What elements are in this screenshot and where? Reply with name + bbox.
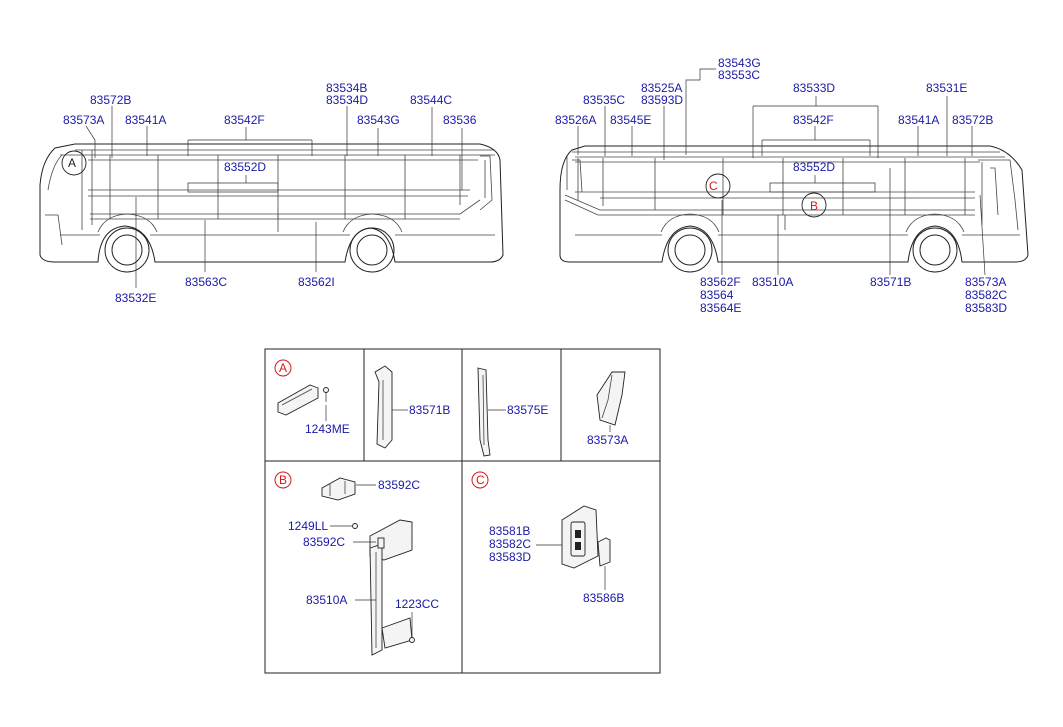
detail-a-corner-trim: 83573A (587, 371, 628, 447)
label-1243ME: 1243ME (305, 422, 350, 436)
label-83582C: 83582C (965, 288, 1007, 302)
label-83552D: 83552D (224, 160, 266, 174)
label-83526A: 83526A (555, 113, 596, 127)
label-83533D: 83533D (793, 81, 835, 95)
label-83571B-detail: 83571B (409, 403, 450, 417)
label-83535C: 83535C (583, 93, 625, 107)
left-bus-illustration (39, 143, 504, 273)
label-83542F: 83542F (793, 113, 834, 127)
label-83543G: 83543G (357, 113, 400, 127)
label-83575E: 83575E (507, 403, 548, 417)
label-83541A: 83541A (125, 113, 166, 127)
detail-panel-frame (264, 348, 661, 674)
marker-c-right: C (709, 179, 718, 193)
marker-b-detail: B (279, 473, 287, 487)
detail-c-switch: C 83581B 83582C 83583D 83586B (471, 471, 624, 605)
label-83510A-detail: 83510A (306, 593, 347, 607)
label-83573A-detail: 83573A (587, 433, 628, 447)
label-83562I: 83562I (298, 275, 335, 289)
right-bus-labels: 83543G 83553C 83525A 83593D 83535C 83533… (555, 56, 1007, 315)
detail-b-assembly: B 83592C 1249LL 83592C 83510A 1223CC (274, 471, 439, 656)
label-83573A: 83573A (63, 113, 104, 127)
label-83543G: 83543G (718, 56, 761, 70)
label-83563C: 83563C (185, 275, 227, 289)
label-83592C-top: 83592C (378, 478, 420, 492)
label-83525A: 83525A (641, 81, 682, 95)
label-83534B: 83534B (326, 81, 367, 95)
label-83571B: 83571B (870, 275, 911, 289)
label-83572B: 83572B (952, 113, 993, 127)
right-bus-leaders (577, 68, 986, 276)
marker-b-right: B (810, 199, 818, 213)
label-83536: 83536 (443, 113, 477, 127)
marker-a-left: A (68, 156, 76, 170)
label-83583D-detail: 83583D (489, 550, 531, 564)
detail-a-bracket: A 1243ME (274, 359, 350, 436)
label-83542F: 83542F (224, 113, 265, 127)
label-83545E: 83545E (610, 113, 651, 127)
label-1223CC: 1223CC (395, 597, 439, 611)
label-83564: 83564 (700, 288, 734, 302)
label-83593D: 83593D (641, 93, 683, 107)
label-83592C: 83592C (303, 535, 345, 549)
label-83564E: 83564E (700, 301, 741, 315)
marker-a-detail: A (279, 361, 287, 375)
left-bus-labels: 83572B 83573A 83541A 83542F 83534B 83534… (63, 81, 477, 305)
label-83541A: 83541A (898, 113, 939, 127)
label-83583D: 83583D (965, 301, 1007, 315)
label-83531E: 83531E (926, 81, 967, 95)
label-83532E: 83532E (115, 291, 156, 305)
label-83553C: 83553C (718, 68, 760, 82)
label-83572B: 83572B (90, 93, 131, 107)
label-83573A: 83573A (965, 275, 1006, 289)
label-83582C-detail: 83582C (489, 537, 531, 551)
label-83581B: 83581B (489, 524, 530, 538)
marker-c-detail: C (476, 473, 485, 487)
label-83586B: 83586B (583, 591, 624, 605)
label-83552D: 83552D (793, 160, 835, 174)
detail-a-pillar-trim: 83571B (374, 365, 450, 449)
label-1249LL: 1249LL (288, 519, 328, 533)
detail-a-trim-strip: 83575E (477, 367, 548, 457)
label-83562F: 83562F (700, 275, 741, 289)
right-bus-illustration (559, 145, 1029, 273)
label-83510A: 83510A (752, 275, 793, 289)
left-bus-leaders (85, 106, 463, 288)
label-83544C: 83544C (410, 93, 452, 107)
label-83534D: 83534D (326, 93, 368, 107)
